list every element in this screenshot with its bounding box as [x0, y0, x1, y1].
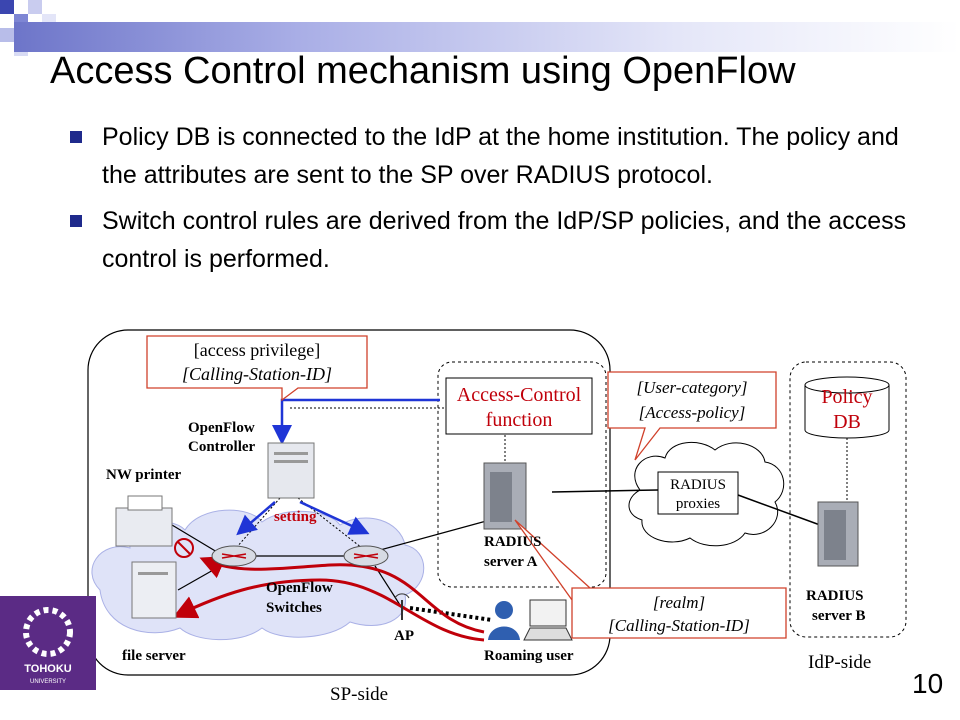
university-logo: TOHOKU UNIVERSITY [0, 596, 96, 690]
radius-server-b-icon [817, 501, 859, 567]
callout-idp-line2: [Access-policy] [639, 403, 746, 422]
sp-side-label: SP-side [330, 684, 388, 705]
bullet-item: Switch control rules are derived from th… [70, 202, 930, 278]
header-gradient-bar [14, 22, 960, 52]
radius-proxies-box [657, 471, 739, 515]
logo-text: TOHOKU [24, 663, 72, 675]
bullet-item: Policy DB is connected to the IdP at the… [70, 118, 930, 194]
callout-realm-line1: [realm] [653, 593, 705, 612]
ap-label: AP [394, 628, 414, 644]
logo-subtext: UNIVERSITY [30, 679, 66, 685]
openflow-switches-label-1: OpenFlow [266, 580, 333, 596]
bullet-list: Policy DB is connected to the IdP at the… [70, 118, 930, 286]
laptop-icon [523, 599, 573, 641]
radius-a-label-1: RADIUS [484, 534, 542, 550]
radius-proxies-label-2: proxies [676, 496, 720, 512]
red-arrow-user-to-fileserver [172, 578, 485, 642]
radius-b-label-2: server B [812, 608, 865, 624]
callout-idp-box [607, 371, 777, 461]
blue-arrow-policy-to-controller [272, 398, 440, 445]
link-proxies-to-radius-b [737, 494, 821, 526]
openflow-controller-label-2: Controller [188, 439, 256, 455]
nw-printer-label: NW printer [106, 467, 181, 483]
radius-server-a-icon [483, 462, 527, 530]
link-controller-to-switch-left [235, 497, 281, 549]
access-control-box [445, 377, 593, 435]
callout-sp-line2: [Calling-Station-ID] [182, 364, 332, 384]
radius-a-label-2: server A [484, 554, 538, 570]
link-radius-a-to-proxies [551, 489, 659, 493]
printer-icon [115, 495, 173, 547]
access-point-icon [394, 593, 410, 620]
bullet-square-icon [70, 131, 82, 143]
idp-side-region [789, 361, 907, 638]
openflow-switch-icon [211, 545, 257, 567]
slide-title: Access Control mechanism using OpenFlow [50, 50, 796, 92]
blue-arrow-setting-left [236, 501, 276, 536]
red-arrow-user-to-printer [199, 556, 485, 634]
server-icon [267, 442, 315, 499]
bullet-square-icon [70, 215, 82, 227]
radius-b-label-1: RADIUS [806, 588, 864, 604]
callout-sp-box [146, 335, 368, 402]
callout-idp-line1: [User-category] [636, 378, 747, 397]
access-control-label-2: function [486, 409, 553, 431]
file-server-label: file server [122, 648, 186, 664]
roaming-user-label: Roaming user [484, 648, 574, 664]
policy-db-label-2: DB [833, 411, 861, 433]
openflow-controller-label-1: OpenFlow [188, 420, 255, 436]
link-switch-to-radius-a [379, 519, 491, 551]
callout-realm-line2: [Calling-Station-ID] [608, 616, 750, 635]
link-printer-to-switch [171, 524, 223, 556]
policy-db-cylinder [804, 376, 890, 439]
file-server-icon [131, 561, 177, 619]
setting-label: setting [274, 509, 317, 525]
callout-realm-box [514, 519, 787, 639]
bullet-text: Policy DB is connected to the IdP at the… [102, 123, 899, 189]
blue-arrow-setting-right [299, 500, 370, 535]
openflow-switches-label-2: Switches [266, 600, 322, 616]
bullet-text: Switch control rules are derived from th… [102, 207, 907, 273]
policy-db-label-1: Policy [821, 386, 872, 408]
access-control-region [437, 361, 607, 588]
openflow-switch-icon [343, 545, 389, 567]
sp-side-region [87, 329, 611, 676]
link-switch-to-ap [374, 565, 401, 606]
page-number: 10 [912, 668, 944, 699]
access-control-label-1: Access-Control [457, 384, 582, 406]
callout-sp-line1: [access privilege] [194, 340, 320, 360]
wireless-link-ap-to-user [409, 606, 493, 622]
blocked-icon [174, 538, 194, 558]
roaming-user-icon [488, 601, 520, 640]
architecture-diagram: [access privilege] [Calling-Station-ID] … [87, 329, 907, 705]
idp-side-label: IdP-side [808, 652, 871, 673]
radius-proxies-label-1: RADIUS [670, 477, 726, 493]
logo-emblem-icon: TOHOKU UNIVERSITY [23, 607, 73, 685]
